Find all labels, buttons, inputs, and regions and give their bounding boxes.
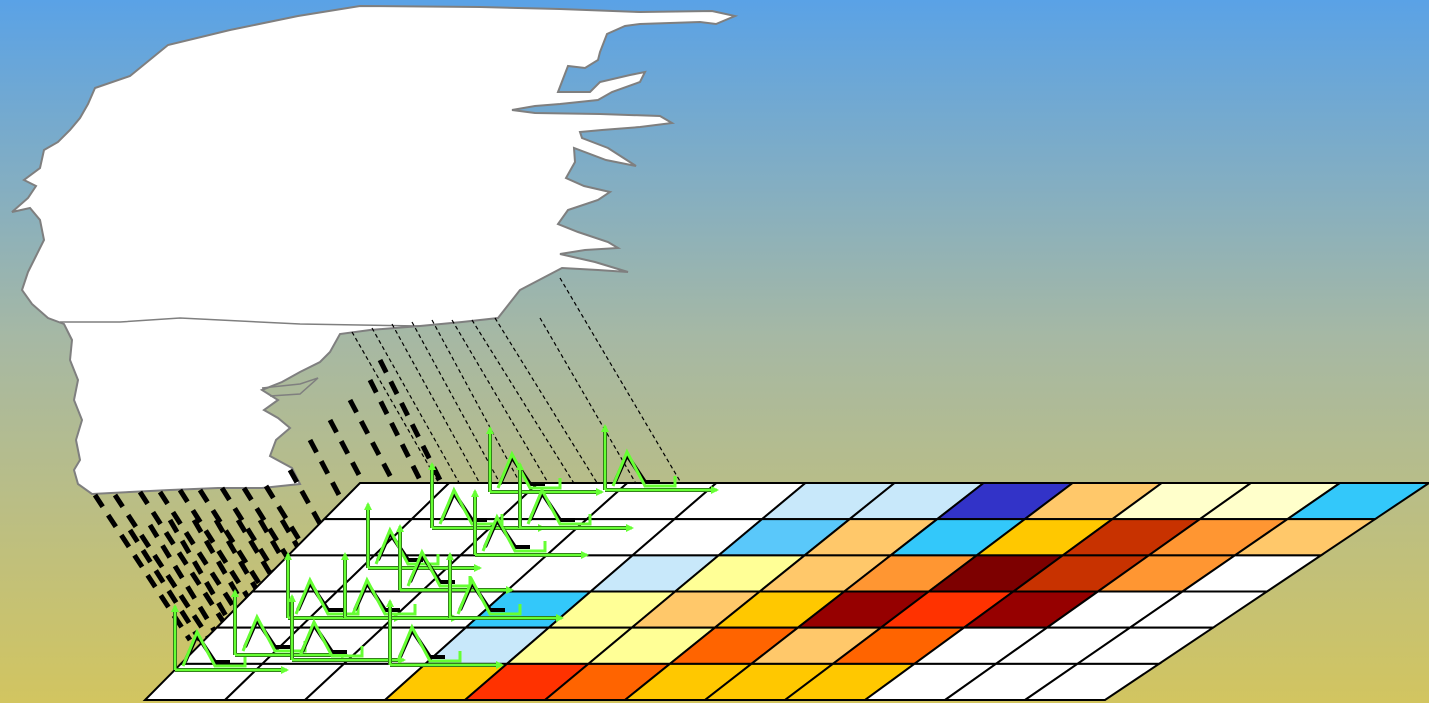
coastline-detail (60, 317, 421, 327)
projection-line (112, 493, 213, 642)
vector-triad-icon (386, 599, 504, 669)
projection-line (351, 331, 461, 521)
projection-line (391, 323, 501, 521)
vector-triad-icon (341, 552, 459, 622)
landmass-shape (11, 4, 739, 496)
data-grid (142, 482, 1429, 701)
projection-line (451, 319, 571, 521)
vector-triad-icon (471, 489, 589, 559)
projection-line (411, 321, 521, 521)
projection-line (367, 378, 463, 562)
projection-line (127, 528, 203, 642)
vector-triad-icon (446, 552, 564, 622)
landmass-outline-icon (11, 4, 739, 496)
vector-triad-icon (516, 462, 634, 532)
projection-line (471, 319, 601, 526)
grid-cell (1021, 662, 1163, 701)
projection-line (559, 277, 701, 516)
vector-glyph-layer (171, 424, 719, 674)
vector-triad-icon (171, 604, 289, 674)
vector-triad-icon (288, 594, 406, 664)
projection-line (377, 358, 473, 542)
coastline-detail (261, 377, 319, 397)
vector-triad-icon (601, 424, 719, 494)
projection-line (137, 490, 238, 642)
